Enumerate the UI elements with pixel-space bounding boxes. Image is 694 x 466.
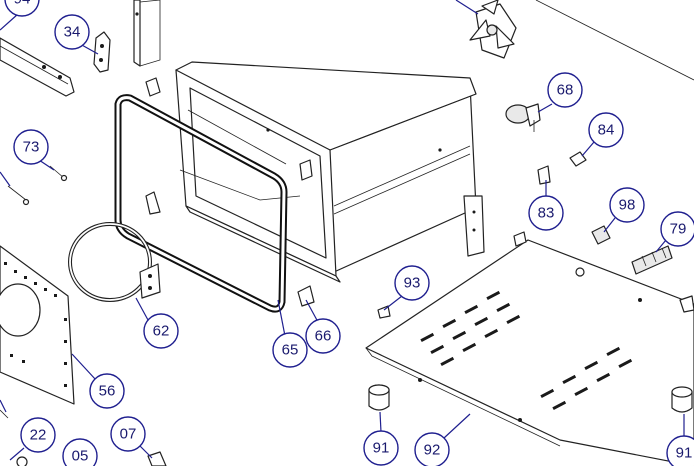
callout-label: 34 [64,24,81,41]
callout-label: 91 [373,440,390,457]
clip-83-part [537,165,551,185]
door-gasket-part [114,94,288,313]
callout-label: 94 [14,0,31,8]
callout-label: 92 [424,442,441,459]
callout-label: 84 [598,122,615,139]
callout-79: 79 [660,211,694,247]
callout-label: 22 [30,427,47,444]
thermostat-part [505,103,541,132]
callout-56: 56 [89,373,125,409]
callout-98: 98 [609,187,645,223]
base-tray-part [365,231,694,466]
bracket-93-part [377,305,391,319]
callout-label: 93 [404,275,421,292]
callout-label: 05 [72,448,89,465]
callout-73: 73 [13,129,49,165]
callout-66: 66 [305,318,341,354]
oven-cavity-part [175,61,485,283]
callout-65: 65 [272,332,308,368]
rear-panel-part [133,0,161,67]
callout-label: 07 [120,426,137,443]
fan-motor-part [469,0,694,81]
callout-62: 62 [143,313,179,349]
foot-right-part [671,386,693,413]
right-edge-clip-part [679,295,694,313]
callout-22: 22 [20,417,56,453]
callout-label: 65 [282,342,299,359]
callout-label: 83 [538,205,555,222]
left-panel-part [0,245,75,405]
callout-84: 84 [588,112,624,148]
callout-91-right: 91 [666,435,694,466]
side-rail-part [0,37,75,97]
leader-lines [0,0,685,461]
callout-83: 83 [528,195,564,231]
foot-left-part [368,384,390,411]
wire-part [7,165,68,206]
callout-05: 05 [62,438,98,466]
bottom-left-parts [0,409,167,466]
callout-92: 92 [414,432,450,466]
callout-07: 07 [110,416,146,452]
callout-94: 94 [4,0,40,17]
callout-91-left: 91 [363,430,399,466]
bracket-66-part [297,285,315,307]
top-clip-part [145,77,161,97]
callout-68: 68 [547,72,583,108]
callout-label: 79 [670,221,687,238]
callout-label: 62 [153,323,170,340]
callout-93: 93 [394,265,430,301]
terminal-block-part [631,245,673,275]
callout-label: 68 [557,82,574,99]
callout-label: 56 [99,383,116,400]
callout-label: 73 [23,139,40,156]
callout-label: 98 [619,197,636,214]
callout-label: 91 [676,445,693,462]
callout-34: 34 [54,14,90,50]
ring-heating-element-part [68,222,161,302]
hinge-bracket-part [93,31,111,73]
callout-label: 66 [315,328,332,345]
